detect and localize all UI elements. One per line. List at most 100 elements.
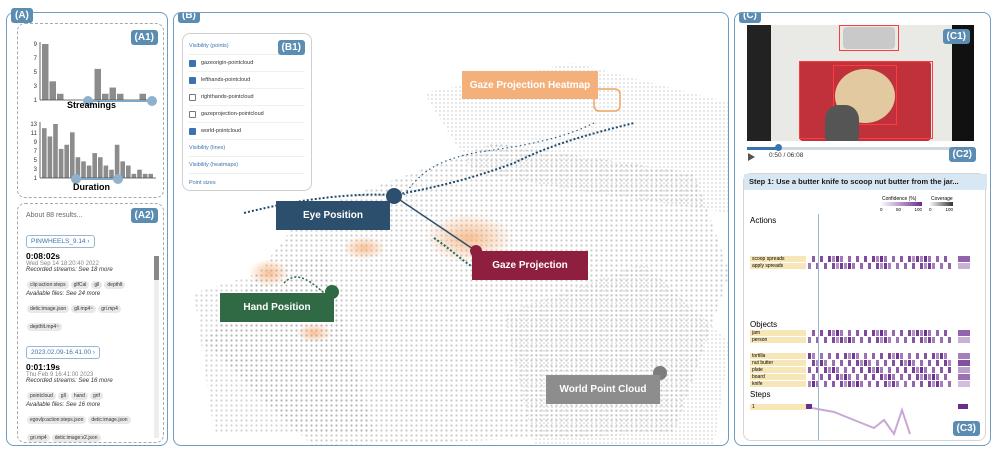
confidence-cell [808, 263, 811, 269]
gaze-ray [393, 195, 477, 252]
pointcloud-checkbox-row[interactable]: gazeprojection-pointcloud [189, 106, 305, 123]
file-chip[interactable]: detic:image.json [88, 416, 131, 424]
histogram-ytick: 5 [34, 70, 38, 76]
confidence-cell [824, 381, 827, 387]
stream-chip[interactable]: grif [89, 392, 103, 400]
file-chip[interactable]: gri.mp4 [98, 305, 121, 313]
confidence-cell [848, 337, 851, 343]
confidence-cell [832, 337, 835, 343]
checkbox-checked-icon[interactable] [189, 76, 196, 84]
histogram-bar [70, 132, 75, 178]
confidence-cell [808, 353, 811, 359]
pointcloud-checkbox-row[interactable]: world-pointcloud [189, 123, 305, 140]
stream-chip[interactable]: pointcloud [27, 392, 56, 400]
panel-c1-tag: (C1) [942, 29, 970, 44]
confidence-cell [904, 337, 907, 343]
file-chip[interactable]: gri.mp4 [27, 434, 50, 442]
file-chip[interactable]: detic:image:v2.json [51, 434, 101, 442]
visibility-lines-header[interactable]: Visibility (lines) [189, 140, 305, 157]
streamings-range-handle-left[interactable] [83, 96, 93, 106]
confidence-cell [924, 337, 927, 343]
checkbox-unchecked-icon[interactable] [189, 93, 196, 101]
stream-chip[interactable]: gll [57, 392, 69, 400]
playback-scrubber-knob[interactable] [774, 144, 782, 151]
confidence-cell [908, 360, 911, 366]
histogram-bar [137, 169, 142, 178]
confidence-cell [916, 374, 919, 380]
point-sizes-header[interactable]: Point sizes [189, 179, 216, 186]
checkbox-checked-icon[interactable] [189, 59, 196, 67]
record-streams-label[interactable]: Recorded streams: See 16 more [26, 378, 113, 384]
streamings-range-handle-right[interactable] [147, 96, 157, 106]
confidence-cell [908, 353, 911, 359]
duration-range-handle-right[interactable] [113, 174, 123, 184]
record-files-label[interactable]: Available files: See 16 more [26, 402, 101, 408]
checkbox-checked-icon[interactable] [189, 127, 196, 135]
confidence-cell [932, 381, 935, 387]
pointcloud-checkbox-row[interactable]: gazeorigin-pointcloud [189, 55, 305, 72]
timeline-row[interactable]: tortilla [744, 353, 987, 359]
pointcloud-checkbox-row[interactable]: righthands-pointcloud [189, 89, 305, 106]
results-scrollbar-thumb[interactable] [154, 256, 159, 280]
stream-chip[interactable]: clip:action:steps [27, 281, 69, 289]
stream-chip[interactable]: depthlt [104, 281, 126, 289]
file-chip[interactable]: gll.mp4~ [71, 305, 97, 313]
play-icon[interactable] [748, 153, 755, 161]
record-streams-label[interactable]: Recorded streams: See 18 more [26, 267, 113, 273]
coverage-legend-label: Coverage [931, 196, 953, 202]
timeline-row[interactable]: board [744, 374, 987, 380]
step-timeline-panel: Step 1: Use a butter knife to scoop nut … [743, 173, 987, 441]
confidence-cell [828, 374, 831, 380]
video-frame[interactable]: (C1) [747, 25, 974, 141]
step-title[interactable]: Step 1: Use a butter knife to scoop nut … [744, 174, 987, 190]
confidence-cell [836, 367, 839, 373]
histogram-bar [57, 93, 64, 100]
timeline-row[interactable]: nut butter [744, 360, 987, 366]
confidence-cell [916, 330, 919, 336]
stream-chip[interactable]: glfCal [70, 281, 90, 289]
timeline-row[interactable]: scoop spreads [744, 256, 987, 262]
eye-position-marker[interactable] [386, 188, 402, 204]
confidence-cell [864, 360, 867, 366]
checkbox-unchecked-icon[interactable] [189, 110, 196, 118]
visibility-heatmaps-header[interactable]: Visibility (heatmaps) [189, 157, 305, 174]
file-chip[interactable]: depthlt.mp4~ [27, 323, 63, 331]
pointcloud-checkbox-row[interactable]: lefthands-pointcloud [189, 72, 305, 89]
histogram-bar [86, 165, 92, 178]
visibility-points-header[interactable]: Visibility (points) [189, 38, 305, 55]
heatmap-highlight-box[interactable] [593, 88, 621, 112]
histogram-ytick: 13 [30, 122, 37, 128]
record-files-label[interactable]: Available files: See 24 more [26, 291, 101, 297]
stream-chip[interactable]: hand [70, 392, 88, 400]
confidence-cell [900, 256, 903, 262]
coverage-cell [958, 337, 970, 343]
timeline-row[interactable]: jam [744, 330, 987, 336]
confidence-cell [908, 330, 911, 336]
timeline-row-label: scoop spreads [750, 256, 806, 262]
results-scrollbar[interactable] [154, 256, 159, 438]
coverage-legend-bar [929, 202, 953, 206]
record-name-button[interactable]: 2023.02.09-16.41.00 › [26, 346, 100, 359]
confidence-cell [928, 337, 931, 343]
timeline-row[interactable]: plate [744, 367, 987, 373]
timeline-row-label: jam [750, 330, 806, 336]
timeline-row-label: apply spreads [750, 263, 806, 269]
timeline-row[interactable]: knife [744, 381, 987, 387]
playback-track[interactable] [747, 147, 974, 150]
confidence-cell [920, 330, 923, 336]
confidence-cell [872, 330, 875, 336]
file-chip[interactable]: egovlp:action:steps.json [27, 416, 87, 424]
timeline-row[interactable]: person [744, 337, 987, 343]
confidence-cell [840, 381, 843, 387]
confidence-cell [888, 353, 891, 359]
confidence-cell [888, 367, 891, 373]
coverage-cell [958, 360, 970, 366]
timeline-row[interactable]: apply spreads [744, 263, 987, 269]
confidence-cell [924, 330, 927, 336]
file-chip[interactable]: detic:image.json [27, 305, 70, 313]
duration-range-handle-left[interactable] [71, 174, 81, 184]
record-name-button[interactable]: PINWHEELS_9.14 › [26, 235, 95, 248]
confidence-cell [828, 353, 831, 359]
stream-chip[interactable]: gll [91, 281, 103, 289]
